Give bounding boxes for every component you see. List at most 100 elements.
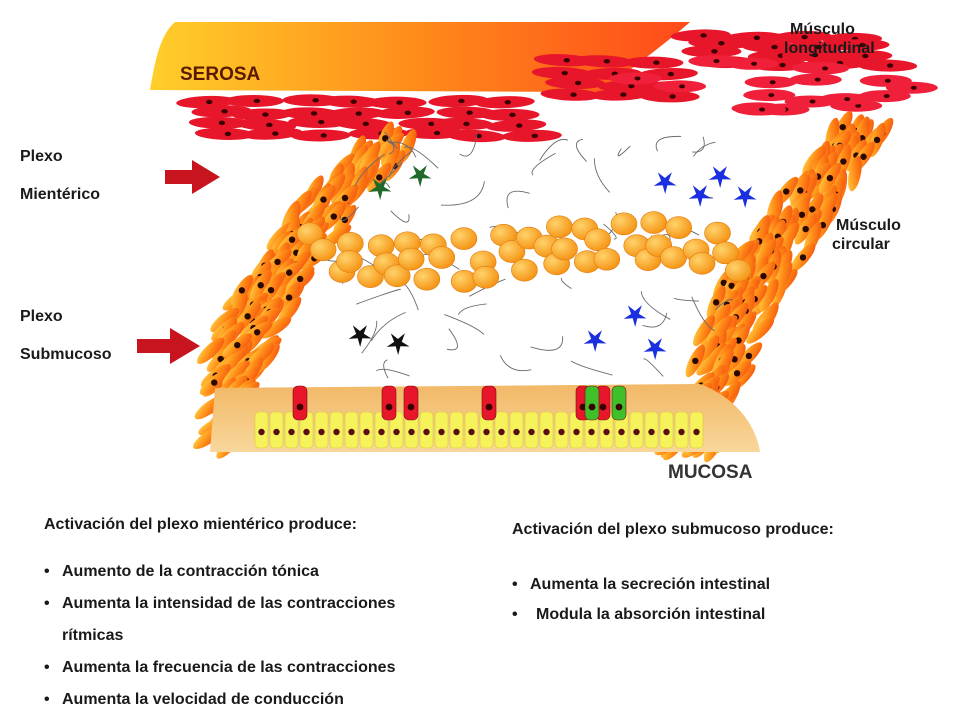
cell-nucleus <box>543 428 550 436</box>
ganglion-cell <box>660 246 687 269</box>
list-item: Aumenta la secreción intestinal <box>510 570 770 600</box>
fiber-nucleus <box>376 174 383 181</box>
fiber-nucleus <box>516 123 523 128</box>
nerve-fiber <box>531 152 556 176</box>
secretory-cell <box>584 385 600 421</box>
ganglion-cell <box>551 237 578 261</box>
circular-fiber <box>759 279 779 312</box>
nerve-fiber <box>499 355 532 372</box>
blue-neuron-icon <box>623 305 647 327</box>
fiber-nucleus <box>355 111 362 116</box>
cell-nucleus <box>333 428 340 436</box>
ganglion-cell <box>724 259 752 283</box>
secretory-cell <box>381 385 397 421</box>
secretory-cell <box>403 385 419 421</box>
fiber-nucleus <box>859 42 866 48</box>
fiber-nucleus <box>735 337 742 344</box>
fiber-nucleus <box>253 98 261 104</box>
arrow-submucoso-icon <box>137 328 200 364</box>
nerve-fiber <box>576 138 587 162</box>
nerve-fiber <box>444 314 485 335</box>
cell-nucleus <box>423 428 430 436</box>
fiber-nucleus <box>769 80 776 85</box>
nerve-fiber <box>617 145 631 157</box>
nerve-fiber <box>440 181 485 206</box>
cell-nucleus <box>485 403 493 411</box>
blue-neuron-icon <box>653 172 677 194</box>
green-neuron-icon <box>368 178 392 200</box>
cell-nucleus <box>678 428 685 436</box>
fiber-nucleus <box>531 133 538 139</box>
fiber-nucleus <box>563 58 570 63</box>
fiber-nucleus <box>428 121 435 127</box>
epithelium-cells <box>254 385 704 449</box>
blue-neuron-icon <box>688 185 712 207</box>
fiber-nucleus <box>855 103 862 108</box>
list-item: Aumenta la intensidad de las contraccion… <box>42 588 395 620</box>
fiber-nucleus <box>844 97 851 102</box>
fiber-nucleus <box>257 282 264 289</box>
mucosa-layer <box>210 384 760 452</box>
nerve-fiber <box>459 132 478 157</box>
fiber-nucleus <box>317 119 325 125</box>
fiber-nucleus <box>509 112 516 118</box>
fiber-nucleus <box>667 71 675 77</box>
fiber-nucleus <box>751 61 758 66</box>
fiber-nucleus <box>238 287 246 294</box>
fiber-nucleus <box>320 196 327 203</box>
nerve-fiber <box>383 359 389 379</box>
cell-nucleus <box>407 403 415 411</box>
intestinal-wall-diagram: SEROSA MUCOSA <box>137 22 938 483</box>
fiber-nucleus <box>296 275 304 283</box>
circular-muscle-left <box>193 121 417 459</box>
nerve-fiber <box>506 190 530 209</box>
ganglion-cell <box>336 250 363 273</box>
fiber-nucleus <box>814 77 821 82</box>
fiber-nucleus <box>745 352 753 360</box>
nerve-fiber <box>693 141 716 157</box>
nerve-fiber <box>361 320 378 354</box>
fiber-nucleus <box>731 356 738 363</box>
fiber-nucleus <box>330 213 338 220</box>
black-neuron-icon <box>348 325 372 347</box>
ganglion-cell <box>397 247 425 271</box>
cell-nucleus <box>633 428 640 436</box>
circular-fiber <box>359 141 381 174</box>
fiber-nucleus <box>783 188 790 195</box>
cell-nucleus <box>599 403 607 411</box>
ganglion-cell <box>610 212 638 236</box>
fiber-nucleus <box>809 99 816 104</box>
fiber-nucleus <box>288 236 296 243</box>
fiber-nucleus <box>221 109 228 114</box>
nerve-fiber <box>457 303 487 315</box>
fiber-nucleus <box>463 121 470 127</box>
blue-neuron-icon <box>708 166 732 188</box>
cell-nucleus <box>528 428 535 436</box>
cell-nucleus <box>438 428 445 436</box>
cell-nucleus <box>579 403 587 411</box>
circular-fiber <box>260 316 292 339</box>
fiber-nucleus <box>217 355 224 363</box>
fiber-nucleus <box>822 66 829 71</box>
cell-nucleus <box>453 428 460 436</box>
cell-nucleus <box>393 428 400 436</box>
fiber-nucleus <box>797 187 804 194</box>
fiber-nucleus <box>206 99 213 105</box>
cell-nucleus <box>498 428 505 436</box>
nerve-fiber <box>655 135 682 152</box>
ganglion-cell <box>428 246 456 269</box>
fiber-nucleus <box>570 92 577 97</box>
nerve-fiber <box>390 210 410 223</box>
left-heading: Activación del plexo mientérico produce: <box>44 516 357 533</box>
fiber-nucleus <box>266 122 273 128</box>
fiber-nucleus <box>692 357 699 365</box>
cell-nucleus <box>558 428 565 436</box>
ganglion-cell <box>688 251 716 275</box>
cell-nucleus <box>648 428 655 436</box>
ganglion-cell <box>472 265 500 289</box>
fiber-nucleus <box>362 121 369 126</box>
fiber-nucleus <box>801 34 808 40</box>
fiber-nucleus <box>285 294 293 301</box>
mucosa-label: MUCOSA <box>668 462 753 483</box>
fiber-nucleus <box>310 111 318 116</box>
